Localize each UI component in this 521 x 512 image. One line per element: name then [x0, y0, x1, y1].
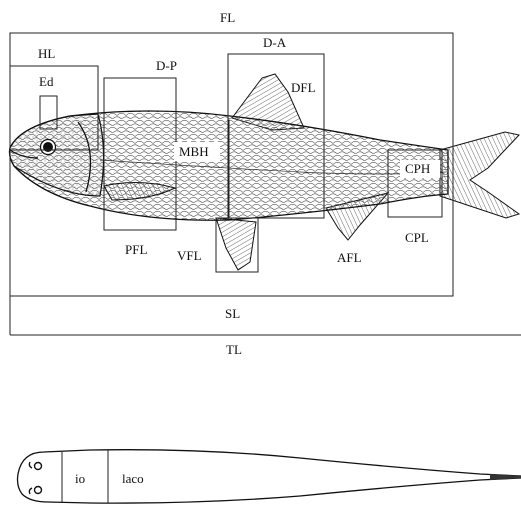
label-cpl: CPL [405, 230, 429, 245]
label-tl: TL [226, 342, 242, 357]
dorsal-nostril-left [29, 462, 32, 468]
label-laco: laco [122, 471, 144, 486]
fish-side-view [10, 74, 520, 270]
label-ed: Ed [39, 74, 54, 89]
label-da: D-A [263, 35, 287, 50]
caudal-fin [440, 132, 519, 218]
label-sl: SL [225, 306, 240, 321]
label-pfl: PFL [125, 242, 147, 257]
label-hl: HL [38, 46, 55, 61]
dorsal-eye-right [35, 487, 42, 494]
label-fl: FL [220, 10, 235, 25]
label-vfl: VFL [177, 248, 202, 263]
label-afl: AFL [337, 250, 362, 265]
ventral-fin [216, 218, 256, 270]
dorsal-nostril-right [29, 488, 32, 494]
dorsal-eye-left [35, 463, 42, 470]
label-io: io [75, 471, 85, 486]
label-mbh: MBH [179, 144, 209, 159]
label-dp: D-P [156, 58, 177, 73]
label-dfl: DFL [291, 80, 316, 95]
label-cph: CPH [405, 161, 430, 176]
fish-dorsal-view: io laco [18, 450, 521, 503]
mbh-box [228, 120, 229, 218]
dorsal-body-outline [18, 450, 521, 503]
